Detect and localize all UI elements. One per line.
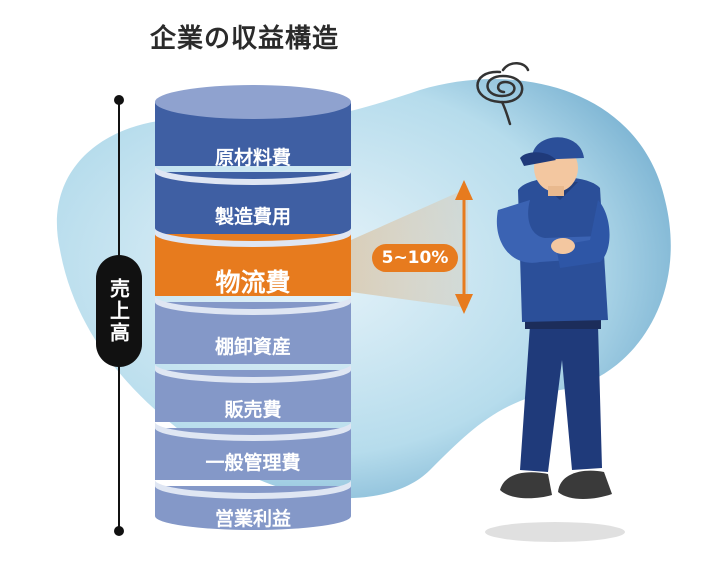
cylinder-bottom bbox=[155, 502, 351, 530]
segment-label-operating-profit: 営業利益 bbox=[214, 508, 291, 530]
sales-range-bottom-dot bbox=[114, 526, 124, 536]
segment-label-admin: 一般管理費 bbox=[205, 452, 301, 474]
segment-label-selling: 販売費 bbox=[224, 399, 282, 421]
ring-2 bbox=[155, 228, 351, 247]
segment-label-raw-materials: 原材料費 bbox=[214, 147, 291, 169]
sales-badge: 売上高 bbox=[96, 255, 142, 367]
percentage-badge: 5~10% bbox=[372, 244, 458, 272]
ring-5 bbox=[155, 422, 351, 441]
segment-label-logistics: 物流費 bbox=[215, 268, 291, 297]
sales-label: 売上高 bbox=[106, 278, 131, 344]
cylinder-top bbox=[155, 85, 351, 119]
callout-arrow-down bbox=[455, 294, 473, 314]
page-title: 企業の収益構造 bbox=[150, 24, 340, 54]
ring-6 bbox=[155, 480, 351, 499]
segment-label-inventory: 棚卸資産 bbox=[214, 336, 291, 358]
ring-4 bbox=[155, 364, 351, 383]
worker-figure bbox=[485, 137, 625, 542]
sales-range-top-dot bbox=[114, 95, 124, 105]
segment-label-manufacturing: 製造費用 bbox=[214, 206, 291, 228]
ring-3 bbox=[155, 296, 351, 315]
callout-arrow-up bbox=[455, 180, 473, 200]
confusion-scribble-icon bbox=[476, 62, 530, 126]
ring-1 bbox=[155, 166, 351, 185]
